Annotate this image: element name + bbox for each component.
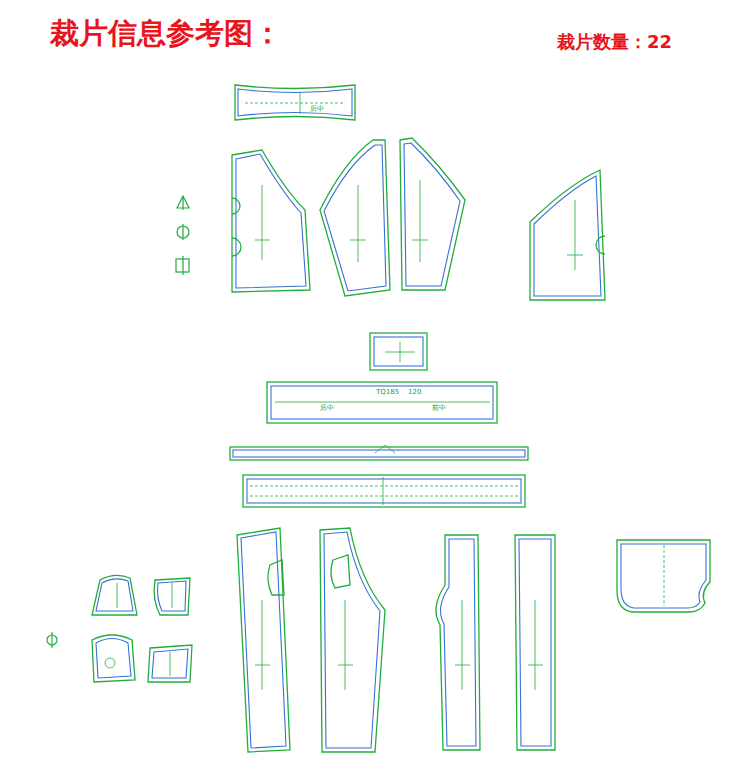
piece-mark: 前中: [432, 405, 446, 413]
pants-piece: [237, 528, 290, 752]
piece-count: 裁片数量：22: [557, 32, 672, 52]
strip-piece: [230, 445, 528, 460]
size-number: 120: [408, 389, 421, 397]
page-title: 裁片信息参考图：: [50, 18, 282, 50]
sleeve-piece: [400, 138, 465, 290]
front-panel: [232, 150, 310, 292]
pants-piece: [320, 528, 385, 752]
piece-mark: 后中: [310, 106, 324, 114]
pants-piece: [436, 535, 480, 750]
small-pieces: [92, 575, 192, 682]
size-code: TQ185: [376, 389, 399, 397]
waistband-piece: [267, 382, 497, 423]
piece-mark: 后中: [320, 405, 334, 413]
front-panel: [530, 170, 605, 300]
sleeve-piece: [320, 140, 390, 296]
pocket-piece: [617, 540, 710, 612]
strip-piece: [243, 475, 525, 507]
collar-piece: [235, 85, 355, 120]
notch-symbols: [47, 196, 189, 648]
pants-piece: [515, 535, 555, 750]
tab-piece: [370, 333, 427, 370]
